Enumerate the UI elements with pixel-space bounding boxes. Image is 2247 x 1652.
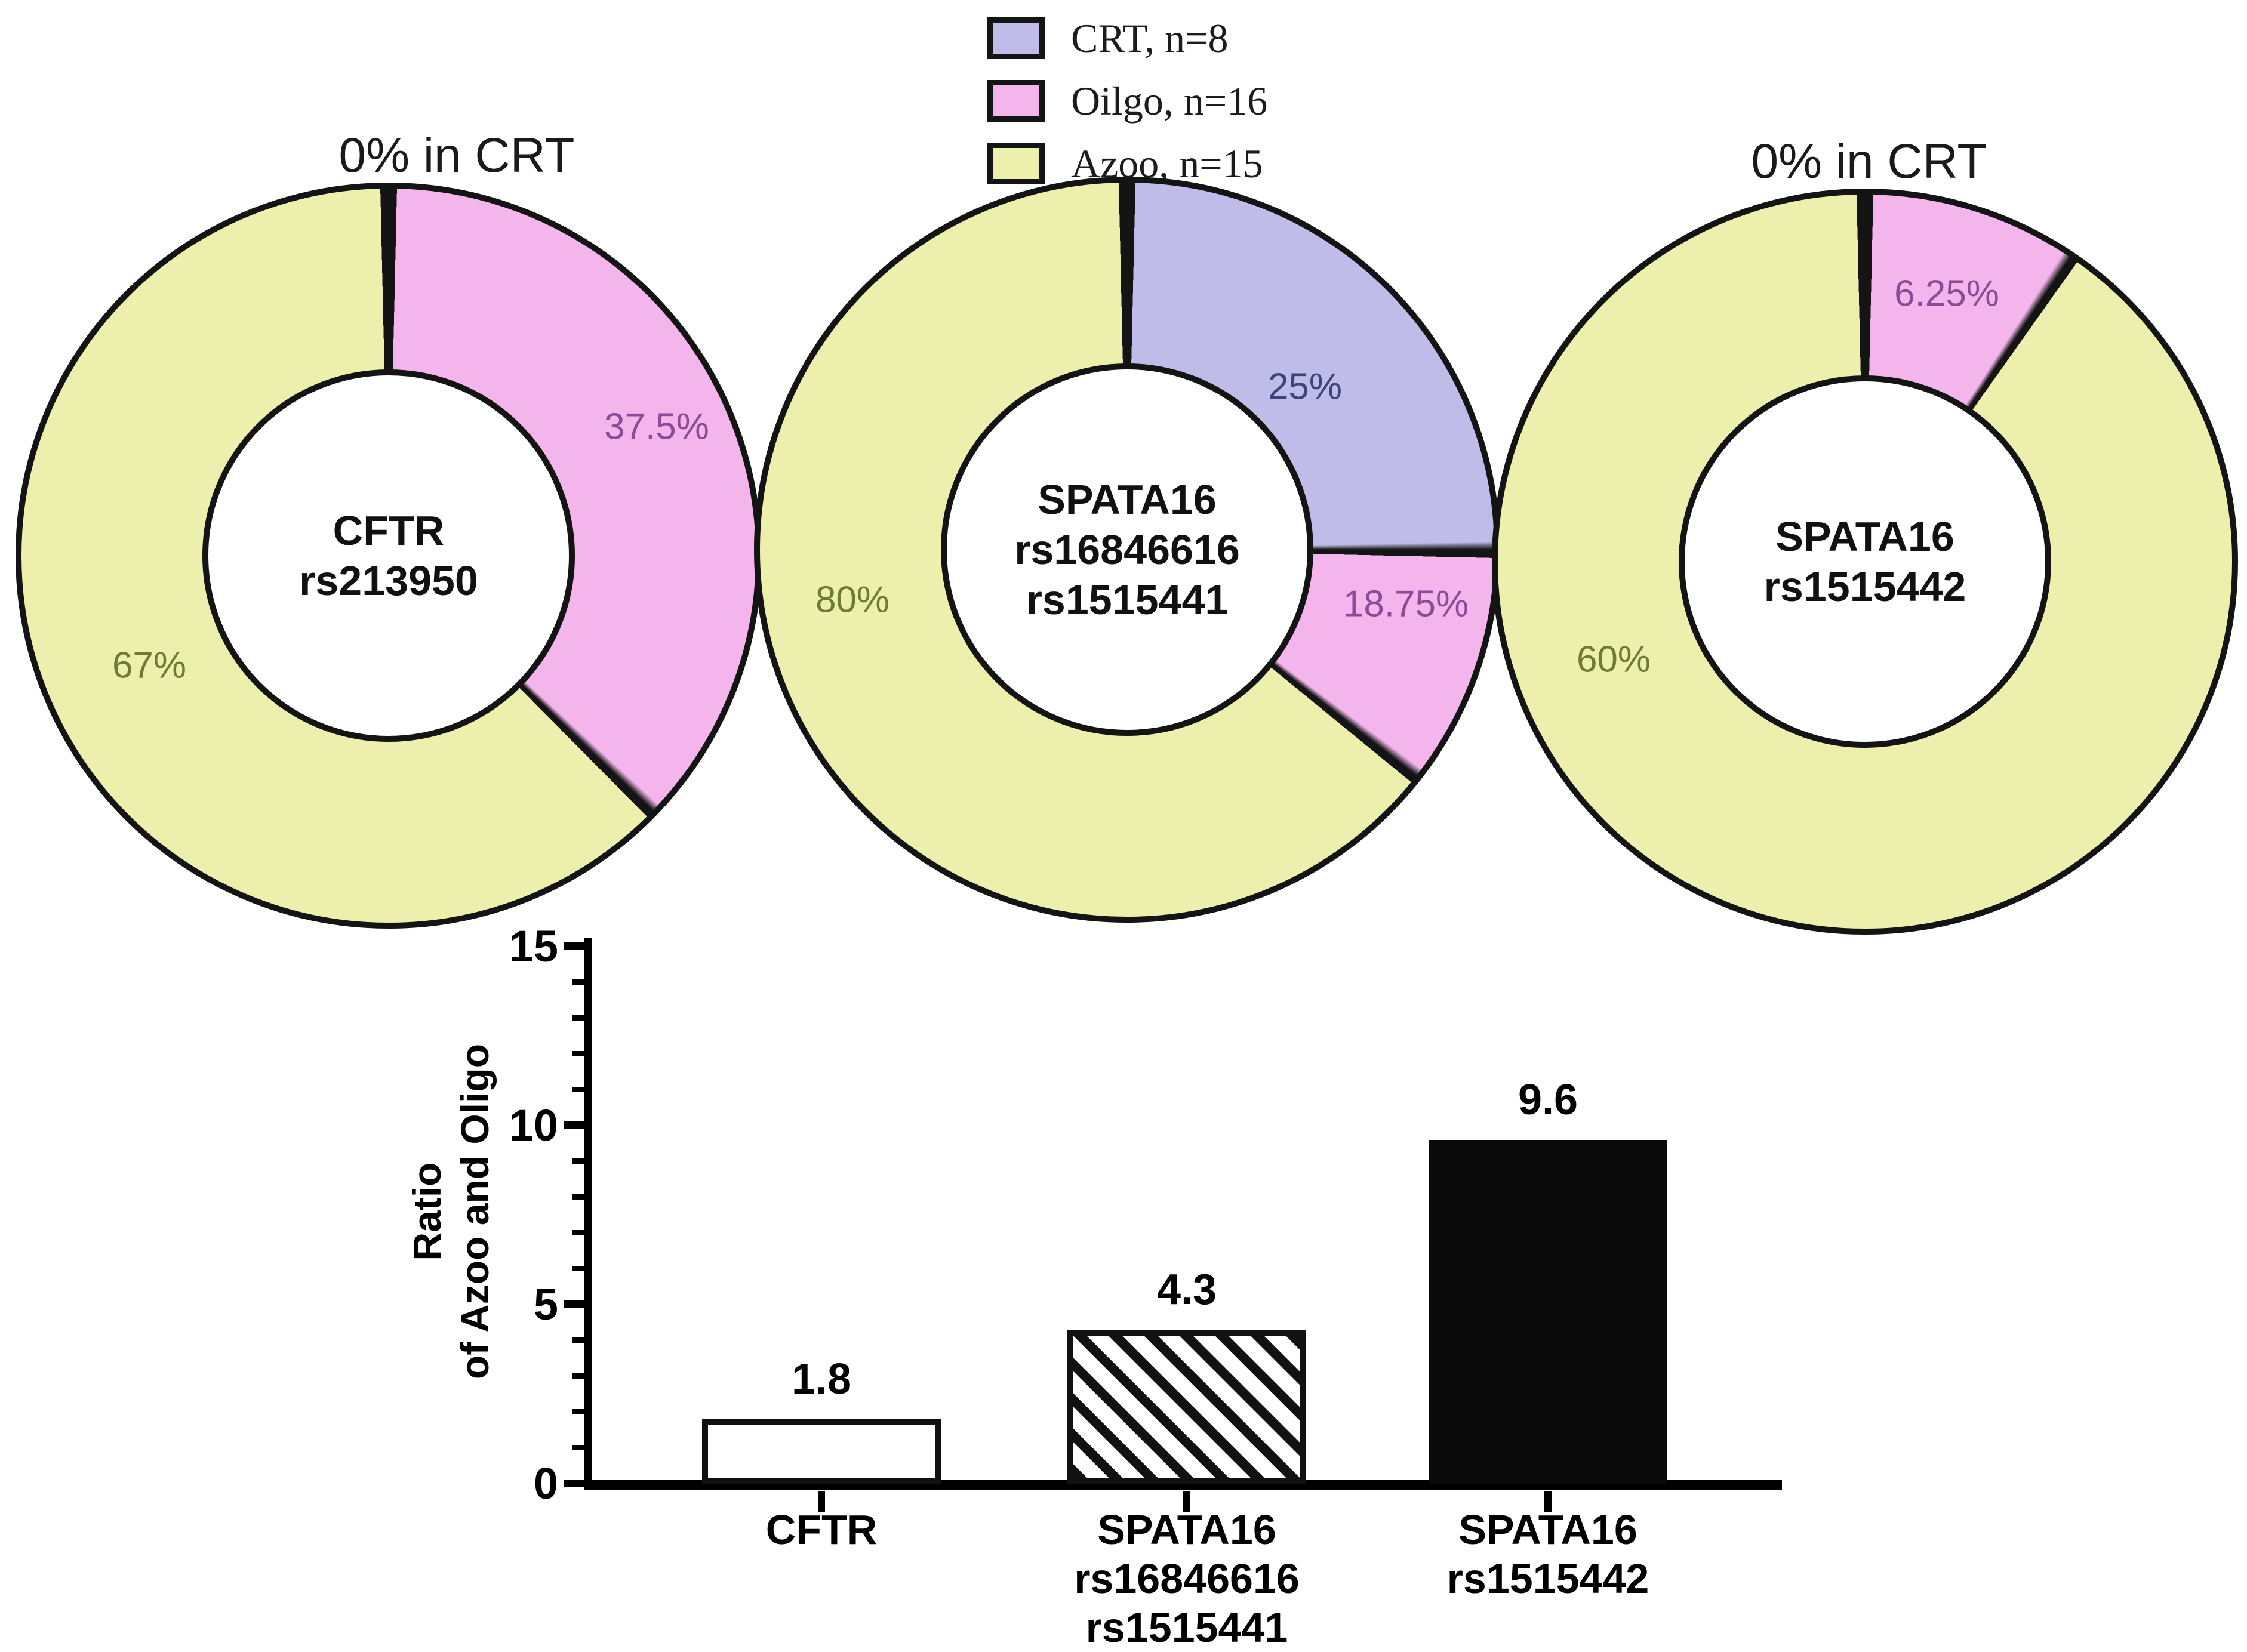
y-axis-tick-label: 5 (533, 1280, 558, 1329)
donut-hole-cftr (202, 369, 575, 742)
slice-label-crt-25: 25% (1267, 366, 1343, 408)
y-axis-minor-tick (572, 1194, 592, 1200)
y-axis-minor-tick (572, 1230, 592, 1235)
donut-chart-spata16-a: SPATA16 rs16846616 rs1515441 25% 18.75% … (754, 177, 1500, 923)
y-axis-minor-tick (572, 1087, 592, 1092)
y-axis-minor-tick (572, 1051, 592, 1056)
y-axis-minor-tick (572, 1445, 592, 1450)
bar-value-cftr: 1.8 (791, 1355, 852, 1403)
y-axis-line (584, 938, 592, 1490)
donut-center-label-spata16-b: SPATA16 rs1515442 (1763, 513, 1966, 610)
legend-label-oligo: Oilgo, n=16 (1071, 78, 1268, 124)
x-axis-tick (1183, 1491, 1190, 1512)
legend: CRT, n=8 Oilgo, n=16 Azoo, n=15 (987, 17, 1267, 205)
y-axis-minor-tick (572, 1158, 592, 1164)
bar-cftr (702, 1419, 941, 1484)
donut-center-label-cftr: CFTR rs213950 (299, 507, 478, 604)
slice-label-oligo-6-25: 6.25% (1894, 273, 1999, 315)
y-axis-minor-tick (572, 1337, 592, 1343)
slice-label-azoo-60: 60% (1576, 639, 1651, 680)
x-category-label-spata16-a: SPATA16 rs16846616 rs1515441 (1074, 1506, 1300, 1651)
y-axis-minor-tick (572, 1015, 592, 1021)
legend-item-azoo: Azoo, n=15 (987, 142, 1267, 185)
x-category-label-cftr: CFTR (765, 1506, 878, 1553)
y-axis-tick-label: 10 (509, 1101, 558, 1150)
bar-value-spata16-a: 4.3 (1156, 1266, 1217, 1314)
slice-label-azoo-67: 67% (112, 645, 187, 686)
bar-spata16-a (1067, 1330, 1306, 1484)
slice-label-oligo-37-5: 37.5% (604, 406, 709, 448)
donut-hole-spata16-a (941, 363, 1313, 736)
donut-chart-spata16-b: 0% in CRT SPATA16 rs1515442 6.25% 60% (1492, 134, 2238, 935)
donut-title-cftr: 0% in CRT (338, 128, 575, 183)
x-axis-tick (1544, 1491, 1552, 1512)
donut-center-label-spata16-a: SPATA16 rs16846616 rs1515441 (1014, 476, 1240, 623)
y-axis-minor-tick (572, 979, 592, 985)
slice-label-oligo-18-75: 18.75% (1343, 583, 1469, 625)
legend-swatch-azoo (987, 143, 1045, 184)
donut-chart-cftr: 0% in CRT CFTR rs213950 37.5% 67% (16, 128, 762, 929)
x-axis-tick (818, 1491, 825, 1512)
y-axis-title: Ratio of Azoo and Oligo (405, 1043, 497, 1380)
bar-spata16-b (1429, 1140, 1667, 1484)
x-category-label-spata16-b: SPATA16 rs1515442 (1446, 1506, 1649, 1602)
y-axis-tick-label: 0 (533, 1459, 558, 1508)
legend-label-crt: CRT, n=8 (1071, 16, 1229, 61)
y-axis-minor-tick (572, 1409, 592, 1414)
slice-label-azoo-80: 80% (815, 579, 890, 621)
y-axis-tick-label: 15 (509, 921, 558, 971)
legend-swatch-oligo (987, 80, 1045, 122)
donut-hole-spata16-b (1679, 375, 2051, 748)
legend-swatch-crt (987, 17, 1045, 59)
y-axis-minor-tick (572, 1373, 592, 1379)
legend-item-oligo: Oilgo, n=16 (987, 79, 1267, 122)
y-axis-minor-tick (572, 1266, 592, 1271)
bar-value-spata16-b: 9.6 (1518, 1076, 1578, 1124)
legend-item-crt: CRT, n=8 (987, 17, 1267, 60)
donut-title-spata16-b: 0% in CRT (1751, 134, 1987, 189)
